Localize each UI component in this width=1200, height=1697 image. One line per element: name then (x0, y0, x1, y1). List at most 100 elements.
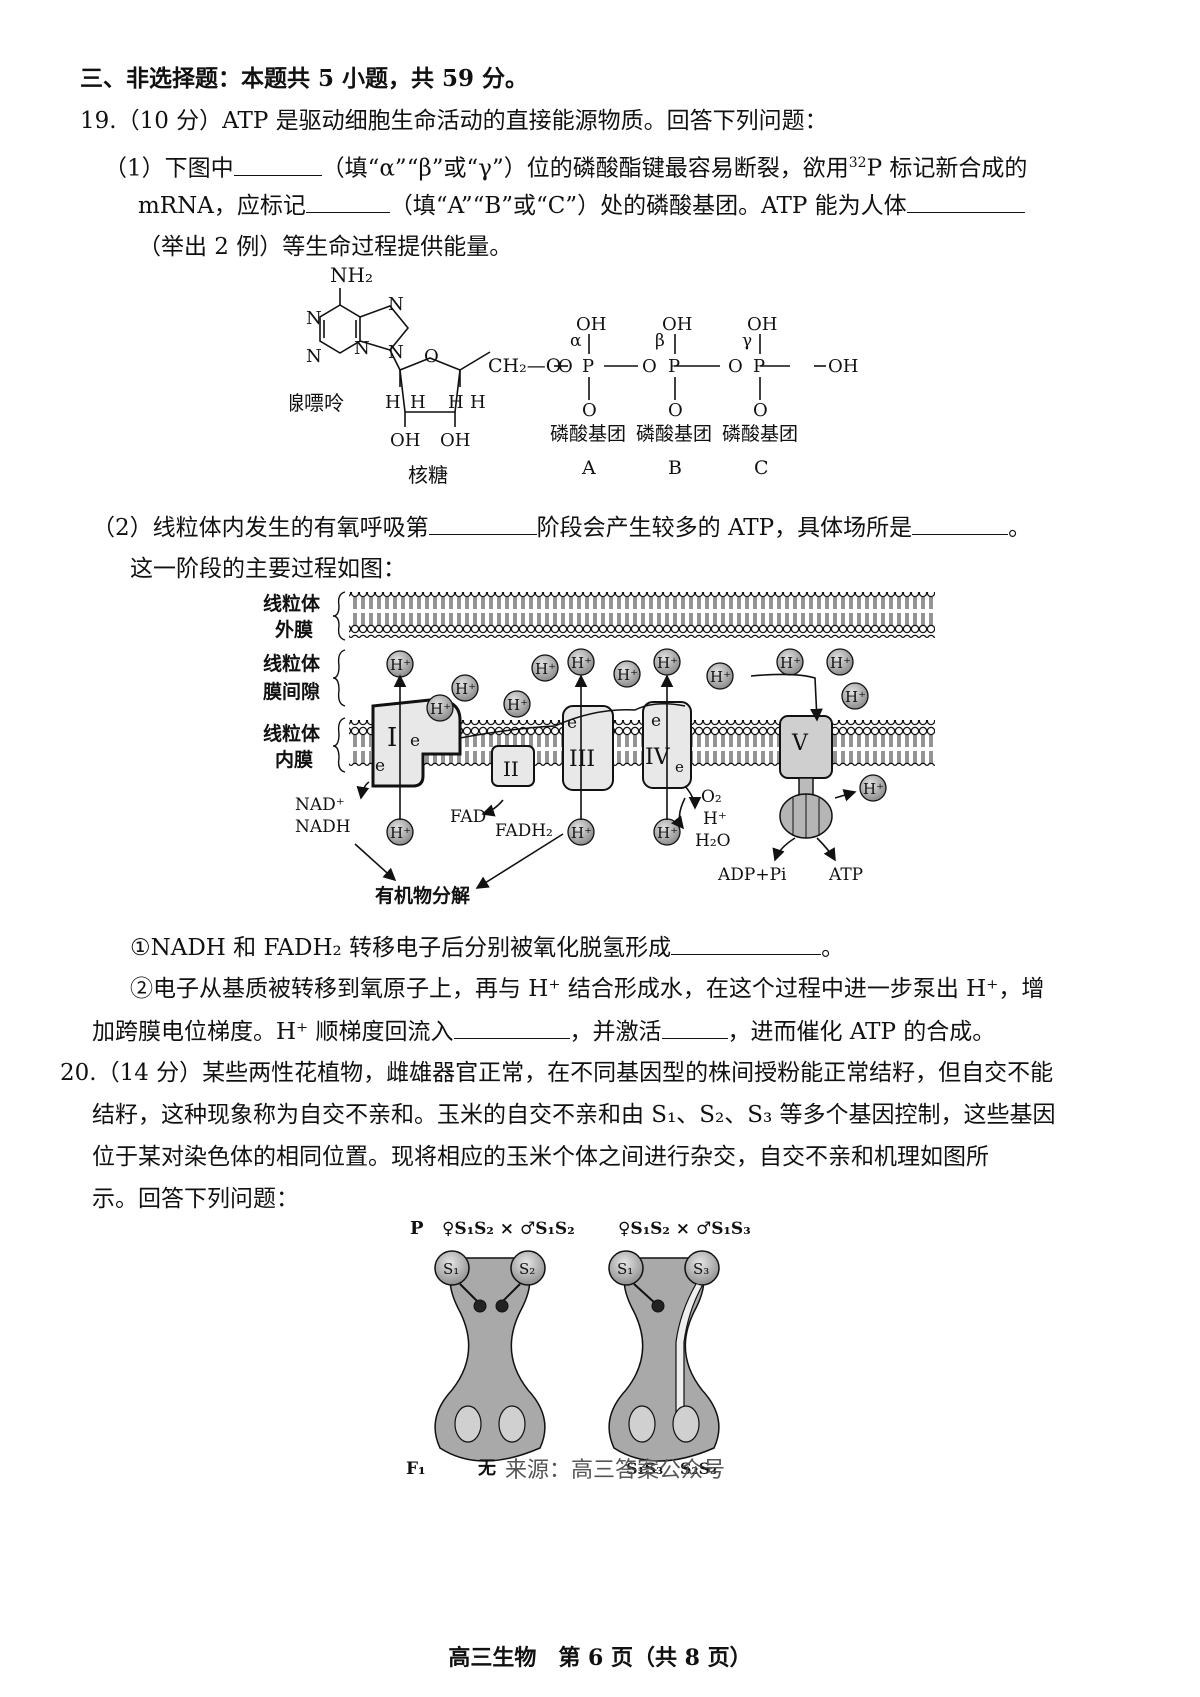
pistil-1 (434, 1257, 546, 1462)
gamma-label: γ (742, 331, 752, 351)
pollen-s1 (608, 1250, 644, 1286)
proton-label: H⁺ (455, 680, 476, 698)
answer-blank[interactable] (661, 1014, 728, 1039)
proton-label: H⁺ (710, 668, 731, 686)
n-atom: N (388, 294, 404, 315)
answer-blank[interactable] (233, 151, 322, 176)
section-title: 三、非选择题：本题共 5 小题，共 59 分。 (80, 65, 529, 92)
n-atom: N (306, 346, 322, 367)
proton-label: H⁺ (863, 780, 884, 798)
oh-label: OH (662, 314, 692, 335)
proton-label: H⁺ (617, 666, 638, 684)
answer-blank[interactable] (671, 930, 822, 955)
electron-label: e (567, 713, 577, 733)
pistil-2 (608, 1257, 720, 1462)
organic-decomposition-label: 有机物分解 (375, 884, 470, 907)
proton-circle (706, 662, 734, 690)
result-s1s3: S₁S₃ (626, 1459, 663, 1478)
o-atom: O (582, 400, 597, 421)
p-atom: P (582, 356, 594, 377)
s2-label: S₂ (519, 1260, 535, 1278)
outer-membrane-label: 线粒体 (263, 592, 321, 615)
q19-part1-line1: （1）下图中（填“α”“β”或“γ”）位的磷酸酯键最容易断裂，欲用32P 标记新… (104, 146, 1027, 186)
ribose-label: 核糖 (408, 463, 448, 487)
oh-label: OH (828, 356, 858, 377)
intermembrane-label: 线粒体 (263, 652, 321, 675)
proton-circle (613, 660, 641, 688)
q20-line4: 示。回答下列问题： (92, 1186, 299, 1212)
h-atom: H (410, 392, 426, 413)
label-b: B (668, 457, 682, 479)
proton-label: H⁺ (830, 654, 851, 672)
q19-sub2-line2: 加跨膜电位梯度。H⁺ 顺梯度回流入 ，并激活 ，进而催化 ATP 的合成。 (92, 1014, 995, 1049)
cross-1: ♀S₁S₂ × ♂S₁S₂ (442, 1219, 575, 1239)
q19-sub2-line1: ②电子从基质被转移到氧原子上，再与 H⁺ 结合形成水，在这个过程中进一步泵出 H… (130, 976, 1045, 1002)
fad-label: FAD (450, 807, 486, 827)
q19-p1-text-b: （填“α”“β”或“γ”）位的磷酸酯键最容易断裂，欲用 (321, 155, 849, 182)
q19-sub2-text-c: ，进而催化 ATP 的合成。 (727, 1019, 996, 1045)
h-atom: H (448, 392, 464, 413)
proton-circle (859, 774, 887, 802)
q19-intro: 19.（10 分）ATP 是驱动细胞生命活动的直接能源物质。回答下列问题： (80, 108, 828, 134)
q20-line2: 结籽，这种现象称为自交不亲和。玉米的自交不亲和由 S₁、S₂、S₃ 等多个基因控… (92, 1102, 1056, 1128)
parent-label: P (410, 1218, 424, 1239)
q20-line1: 20.（14 分）某些两性花植物，雌雄器官正常，在不同基因型的株间授粉能正常结籽… (60, 1060, 1054, 1086)
answer-blank[interactable] (428, 510, 537, 535)
p-atom: P (753, 356, 765, 377)
outer-membrane (349, 592, 935, 638)
proton-circle (503, 690, 531, 718)
proton-label: H⁺ (507, 696, 528, 714)
p-atom: P (668, 356, 680, 377)
fadh2-label: FADH₂ (495, 821, 553, 841)
proton-label: H⁺ (430, 700, 451, 718)
ch2o-label: CH₂—O (488, 355, 561, 377)
pollen-s1 (434, 1250, 470, 1286)
proton-circle (531, 654, 559, 682)
q19-sub2-text-a: 加跨膜电位梯度。H⁺ 顺梯度回流入 (92, 1019, 454, 1045)
f1-label: F₁ (406, 1459, 426, 1479)
h-atom: H (385, 392, 401, 413)
proton-label: H⁺ (390, 656, 411, 674)
answer-blank[interactable] (912, 510, 1009, 535)
pollen-s2 (510, 1250, 546, 1286)
electron-transport-chain-diagram: 线粒体 外膜 线粒体 膜间隙 线粒体 内膜 I e e II III e IV … (262, 591, 935, 907)
hplus-label: H⁺ (703, 809, 727, 829)
q19-sub1-text: ①NADH 和 FADH₂ 转移电子后分别被氧化脱氢形成 (130, 935, 672, 961)
proton-label: H⁺ (571, 654, 592, 672)
q19-sub2-text-b: ，并激活 (569, 1019, 662, 1045)
q19-part1-line3: （举出 2 例）等生命过程提供能量。 (138, 234, 513, 260)
proton-label: H⁺ (571, 824, 592, 842)
q19-p1-sup: 32 (848, 155, 867, 171)
s1-label: S₁ (617, 1260, 633, 1278)
atp-structure-diagram: NH₂ N N N N N O 腺嘌呤 H H H H OH OH 核糖 CH₂… (290, 263, 858, 487)
answer-blank[interactable] (906, 188, 1025, 213)
q19-part1-line2: mRNA，应标记（填“A”“B”或“C”）处的磷酸基团。ATP 能为人体 (138, 188, 1025, 223)
proton-circle (426, 694, 454, 722)
oh-label: OH (440, 430, 470, 451)
electron-label: e (375, 756, 385, 776)
result-s2s3: S₂S₃ (680, 1459, 717, 1478)
nh2-label: NH₂ (330, 263, 373, 287)
atp-label: ATP (828, 865, 863, 885)
q19-part2-line1: （2）线粒体内发生的有氧呼吸第阶段会产生较多的 ATP，具体场所是。 (92, 510, 1031, 545)
n-atom: N (306, 308, 322, 329)
proton-label: H⁺ (780, 654, 801, 672)
proton-label: H⁺ (390, 824, 411, 842)
answer-blank[interactable] (453, 1014, 570, 1039)
proton-circle (841, 682, 869, 710)
proton-label: H⁺ (535, 660, 556, 678)
answer-blank[interactable] (305, 188, 390, 213)
beta-label: β (655, 331, 665, 351)
adp-label: ADP+Pi (717, 865, 787, 885)
phosphate-label: 磷酸基团 (636, 423, 712, 445)
label-c: C (754, 457, 769, 479)
q19-p1-text-a: （1）下图中 (104, 155, 234, 182)
complex-ii-label: II (503, 757, 519, 781)
intermembrane-label2: 膜间隙 (262, 680, 320, 703)
nadplus-label: NAD⁺ (295, 795, 345, 815)
oh-label: OH (390, 430, 420, 451)
o2-label: O₂ (701, 787, 722, 807)
electron-label: e (675, 758, 684, 776)
q19-p2-text-a: mRNA，应标记 (138, 193, 306, 219)
o-atom: O (558, 356, 573, 377)
